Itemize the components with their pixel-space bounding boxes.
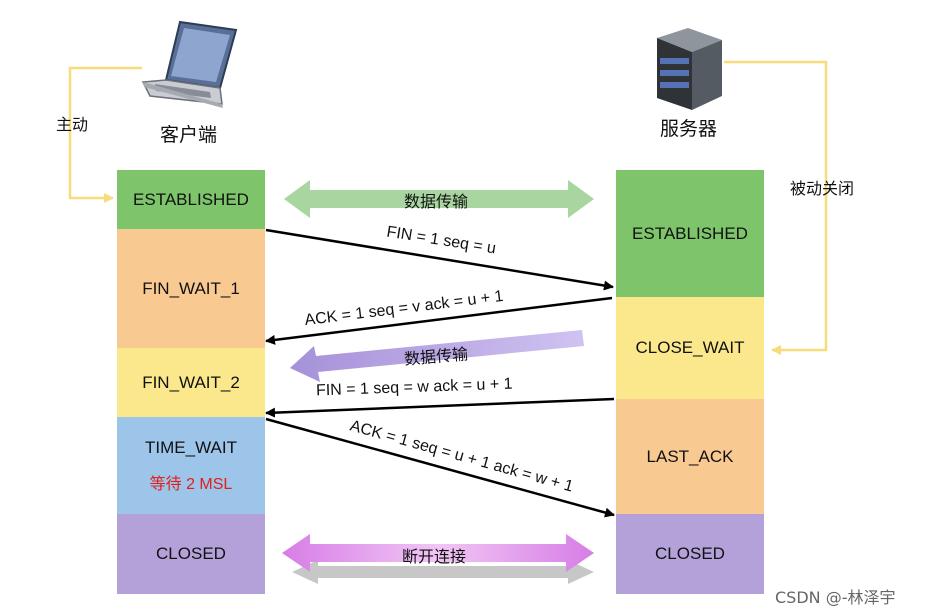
server-label: 服务器 <box>660 118 718 140</box>
state-label: CLOSED <box>156 544 226 563</box>
server-tower-icon <box>657 28 722 110</box>
time-wait-note: 等待 2 MSL <box>149 475 233 493</box>
passive-close-label: 被动关闭 <box>790 179 855 198</box>
watermark: CSDN @-林泽宇 <box>775 588 896 607</box>
server-state-closed: CLOSED <box>616 514 764 594</box>
fin1-arrow <box>265 228 614 291</box>
state-label: ESTABLISHED <box>133 189 249 209</box>
client-state-fin-wait-2: FIN_WAIT_2 <box>117 348 265 417</box>
client-label: 客户端 <box>160 124 218 146</box>
data-transfer-left-arrow <box>290 330 584 382</box>
fin2-arrow <box>265 397 615 418</box>
state-label: TIME_WAIT <box>145 437 237 457</box>
client-state-fin-wait-1: FIN_WAIT_1 <box>117 229 265 348</box>
state-label: CLOSE_WAIT <box>635 338 745 357</box>
client-state-established: ESTABLISHED <box>117 170 265 229</box>
server-state-last-ack: LAST_ACK <box>616 399 764 514</box>
state-label: ESTABLISHED <box>632 223 748 243</box>
ack1-arrow <box>265 296 613 345</box>
ack2-arrow <box>265 417 615 518</box>
passive-connector <box>724 60 828 355</box>
state-label: FIN_WAIT_1 <box>142 278 240 298</box>
data-transfer-label: 数据传输 <box>404 192 469 211</box>
client-state-time-wait: TIME_WAIT 等待 2 MSL <box>117 417 265 514</box>
initiator-label: 主动 <box>56 115 89 134</box>
laptop-icon <box>141 20 238 108</box>
server-state-close-wait: CLOSE_WAIT <box>616 297 764 399</box>
data-transfer-double-arrow <box>284 180 594 218</box>
disconnect-double-arrow <box>282 534 594 584</box>
state-label: FIN_WAIT_2 <box>142 372 240 392</box>
disconnect-label: 断开连接 <box>402 547 467 566</box>
state-label: LAST_ACK <box>646 446 734 466</box>
state-label: CLOSED <box>655 544 725 563</box>
client-state-closed: CLOSED <box>117 514 265 594</box>
initiator-connector <box>68 66 142 203</box>
server-state-established: ESTABLISHED <box>616 170 764 297</box>
